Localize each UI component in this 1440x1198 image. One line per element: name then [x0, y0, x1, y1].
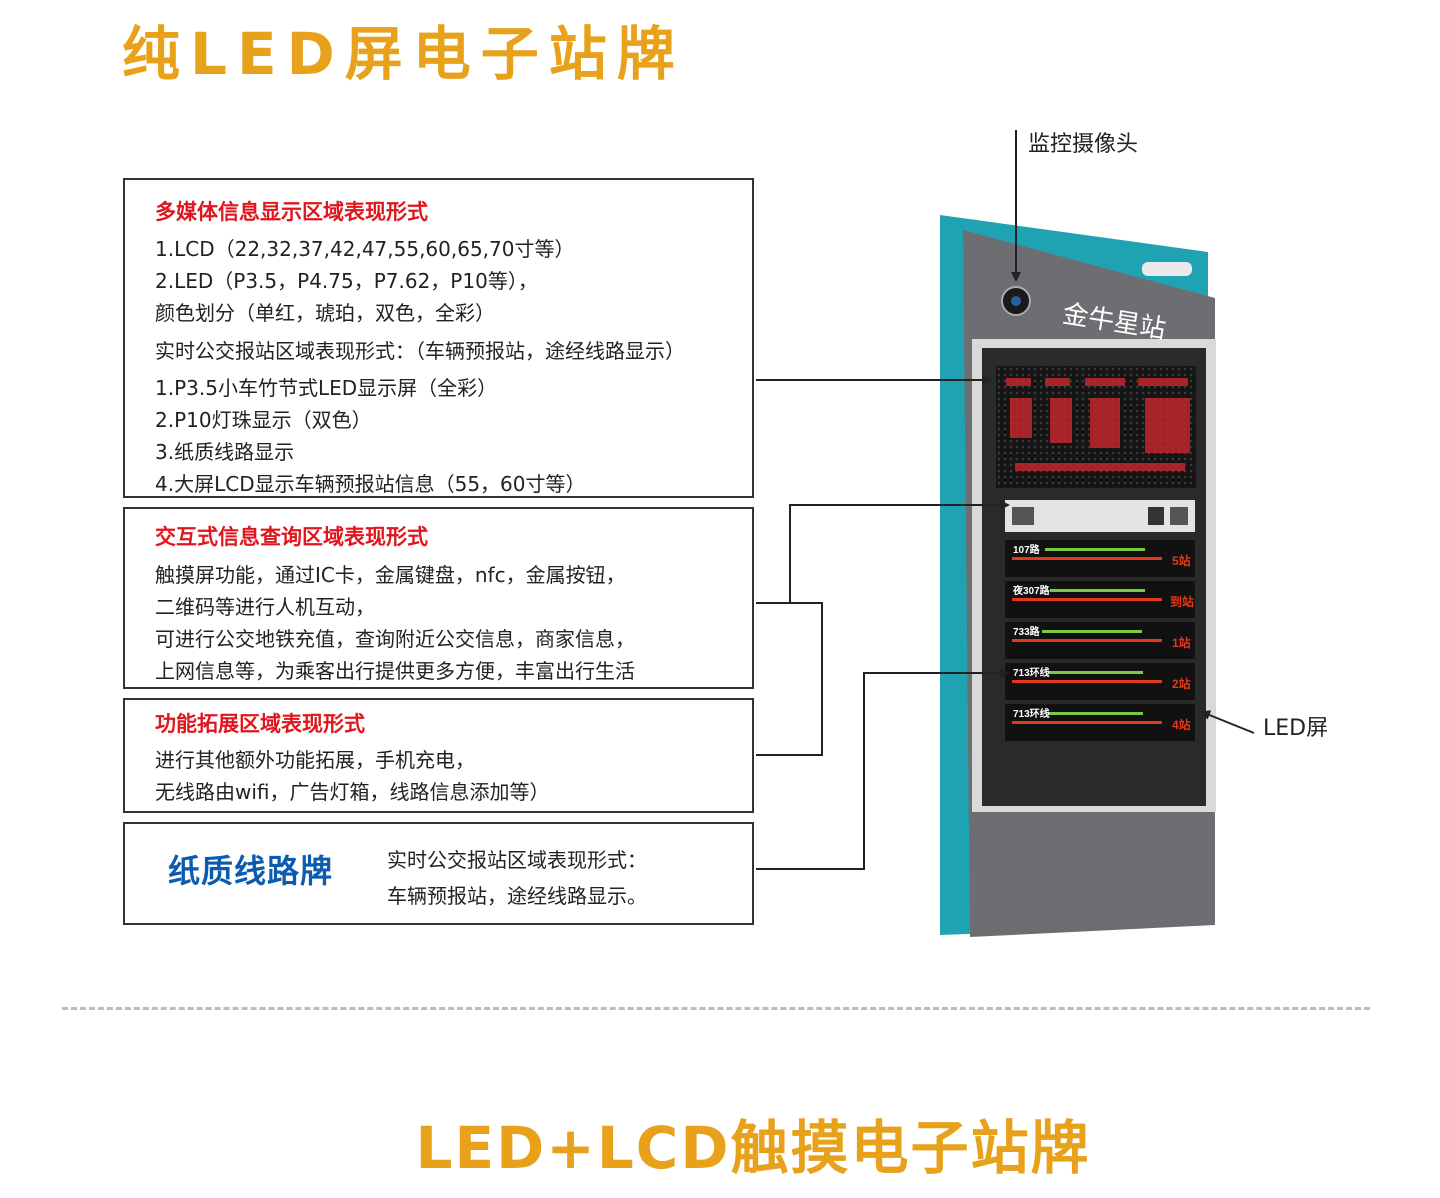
- multimedia-heading: 多媒体信息显示区域表现形式: [155, 200, 428, 224]
- paper-line: 车辆预报站，途经线路显示。: [387, 884, 647, 908]
- extension-line: 无线路由wifi，广告灯箱，线路信息添加等）: [155, 780, 550, 804]
- route-name: 713环线: [1013, 666, 1050, 679]
- section-divider: [62, 1007, 1370, 1010]
- route-name: 733路: [1013, 625, 1041, 638]
- multimedia-line: 2.LED（P3.5，P4.75，P7.62，P10等），: [155, 269, 538, 293]
- camera-label: 监控摄像头: [1028, 132, 1139, 157]
- extension-heading: 功能拓展区域表现形式: [155, 712, 365, 736]
- multimedia-line: 1.P3.5小车竹节式LED显示屏（全彩）: [155, 376, 498, 400]
- page-title: 纯LED屏电子站牌: [122, 20, 685, 88]
- paper-line: 实时公交报站区域表现形式：: [387, 848, 647, 872]
- interactive-line: 触摸屏功能，通过IC卡，金属键盘，nfc，金属按钮，: [155, 563, 626, 587]
- extension-connector: [756, 602, 823, 756]
- interactive-connector: [756, 500, 1010, 604]
- multimedia-line: 颜色划分（单红，琥珀，双色，全彩）: [155, 301, 495, 325]
- extension-box: 功能拓展区域表现形式 进行其他额外功能拓展，手机充电， 无线路由wifi，广告灯…: [123, 698, 754, 813]
- interactive-line: 可进行公交地铁充值，查询附近公交信息，商家信息，: [155, 627, 635, 651]
- nfc-badge: [1142, 262, 1192, 276]
- route-status: 5站: [1172, 553, 1191, 568]
- interactive-box: 交互式信息查询区域表现形式 触摸屏功能，通过IC卡，金属键盘，nfc，金属按钮，…: [123, 507, 754, 689]
- route-status: 4站: [1172, 717, 1191, 732]
- paper-title: 纸质线路牌: [168, 852, 334, 890]
- paper-box: 纸质线路牌 实时公交报站区域表现形式： 车辆预报站，途经线路显示。: [123, 822, 754, 925]
- multimedia-line: 1.LCD（22,32,37,42,47,55,60,65,70寸等）: [155, 237, 575, 261]
- paper-connector: [756, 668, 1010, 870]
- route-status: 2站: [1172, 676, 1191, 691]
- multimedia-line: 4.大屏LCD显示车辆预报站信息（55，60寸等）: [155, 472, 586, 496]
- led-connector: [1200, 710, 1255, 734]
- multimedia-box: 多媒体信息显示区域表现形式 1.LCD（22,32,37,42,47,55,60…: [123, 178, 754, 498]
- route-name: 107路: [1013, 543, 1041, 556]
- multimedia-line: 3.纸质线路显示: [155, 440, 295, 464]
- route-status: 到站: [1170, 594, 1194, 609]
- multimedia-line: 实时公交报站区域表现形式：（车辆预报站，途经线路显示）: [155, 339, 685, 363]
- interactive-line: 二维码等进行人机互动，: [155, 595, 375, 619]
- interactive-line: 上网信息等，为乘客出行提供更多方便，丰富出行生活: [155, 659, 635, 683]
- interactive-heading: 交互式信息查询区域表现形式: [155, 525, 428, 549]
- multimedia-line: 2.P10灯珠显示（双色）: [155, 408, 372, 432]
- extension-line: 进行其他额外功能拓展，手机充电，: [155, 748, 475, 772]
- section-title: LED+LCD触摸电子站牌: [415, 1114, 1091, 1182]
- route-rows: [1005, 540, 1195, 741]
- led-label: LED屏: [1263, 716, 1329, 741]
- route-name: 夜307路: [1012, 584, 1051, 597]
- route-status: 1站: [1172, 635, 1191, 650]
- route-name: 713环线: [1013, 707, 1050, 720]
